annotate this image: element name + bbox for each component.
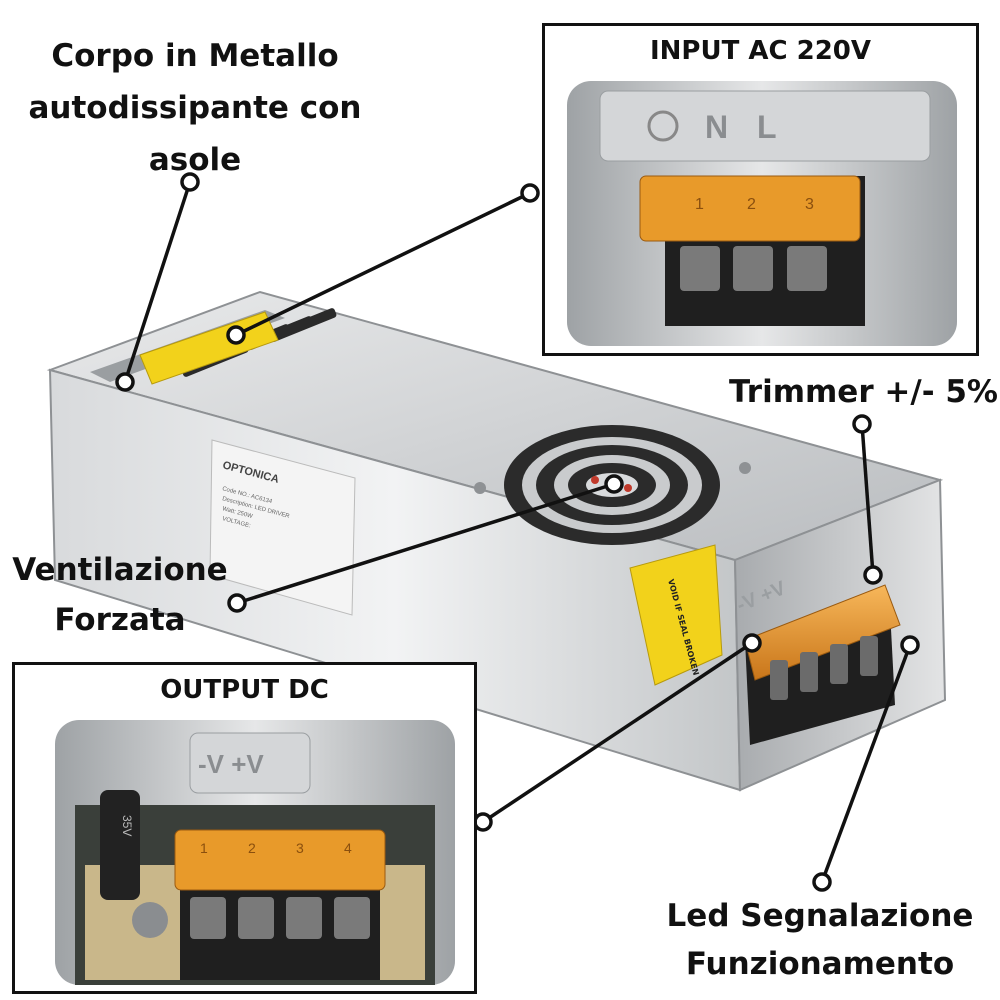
svg-text:1: 1: [695, 196, 704, 213]
label-ventilation: Ventilazione Forzata: [12, 552, 228, 638]
capacitor: [100, 790, 140, 900]
capacitor-label: 35V: [120, 815, 134, 836]
input-inset-panel: INPUT AC 220V N L 1 2 3: [542, 23, 979, 356]
output-inset-cover: [174, 829, 386, 891]
label-trimmer: Trimmer +/- 5%: [729, 374, 998, 410]
pointer-dot-input-end: [226, 325, 246, 345]
output-polarity-mark: -V +V: [198, 749, 264, 779]
output-inset-panel: OUTPUT DC -V +V 35V 1 2 3 4: [12, 662, 477, 994]
svg-text:3: 3: [805, 196, 814, 213]
svg-text:2: 2: [248, 840, 256, 856]
pointer-dot-fan-start: [227, 593, 247, 613]
warranty-seal: [629, 544, 723, 686]
svg-text:3: 3: [296, 840, 304, 856]
product-sticker: [209, 439, 356, 616]
input-terminal-photo: N L 1 2 3: [567, 81, 957, 346]
pointer-dot-body-top: [180, 172, 200, 192]
output-terminal-photo: -V +V 35V 1 2 3 4: [55, 720, 455, 985]
pointer-dot-led-end: [900, 635, 920, 655]
input-mark-n: N: [705, 109, 728, 145]
input-inset-title: INPUT AC 220V: [649, 36, 872, 66]
leader-lines: [115, 172, 920, 892]
pointer-dot-trimmer-top: [852, 414, 872, 434]
pointer-dot-led-start: [812, 872, 832, 892]
input-terminal-cover: [639, 175, 861, 242]
ground-symbol-icon: [647, 110, 679, 142]
pointer-dot-output-start: [473, 812, 493, 832]
output-terminal-cover: [744, 584, 901, 681]
label-metal-body: Corpo in Metallo autodissipante con asol…: [28, 38, 362, 178]
output-inset-title: OUTPUT DC: [160, 675, 329, 705]
input-mark-l: L: [757, 109, 777, 145]
svg-text:4: 4: [344, 840, 352, 856]
pointer-dot-input-top: [520, 183, 540, 203]
pointer-dot-output-end: [742, 633, 762, 653]
pointer-dot-fan-end: [604, 474, 624, 494]
svg-text:1: 1: [200, 840, 208, 856]
pointer-dot-body-end: [115, 372, 135, 392]
pointer-dot-trimmer-end: [863, 565, 883, 585]
svg-text:2: 2: [747, 196, 756, 213]
label-led: Led Segnalazione Funzionamento: [666, 898, 974, 982]
